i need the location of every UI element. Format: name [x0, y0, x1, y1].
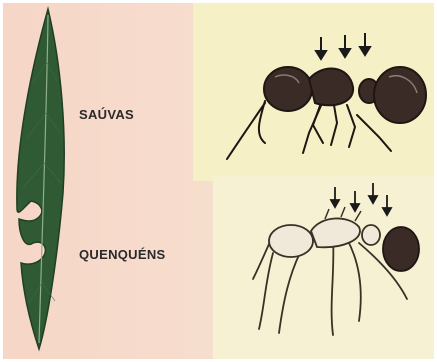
figure-frame: SAÚVAS QUENQUÉNS: [3, 3, 434, 359]
label-sauvas: SAÚVAS: [79, 107, 134, 122]
arrow-down-icon: [369, 183, 377, 203]
leaf-illustration: [17, 9, 64, 349]
arrow-down-icon: [351, 191, 359, 211]
arrow-down-icon: [340, 35, 350, 57]
arrow-down-icon: [316, 37, 326, 59]
arrow-down-icon: [331, 187, 339, 207]
illustration-canvas: [3, 3, 434, 359]
arrow-down-icon: [383, 195, 391, 215]
ant-sauva-illustration: [227, 67, 426, 159]
label-quenquens: QUENQUÉNS: [79, 247, 166, 262]
ant-quenquem-illustration: [253, 207, 419, 335]
arrow-down-icon: [360, 33, 370, 55]
